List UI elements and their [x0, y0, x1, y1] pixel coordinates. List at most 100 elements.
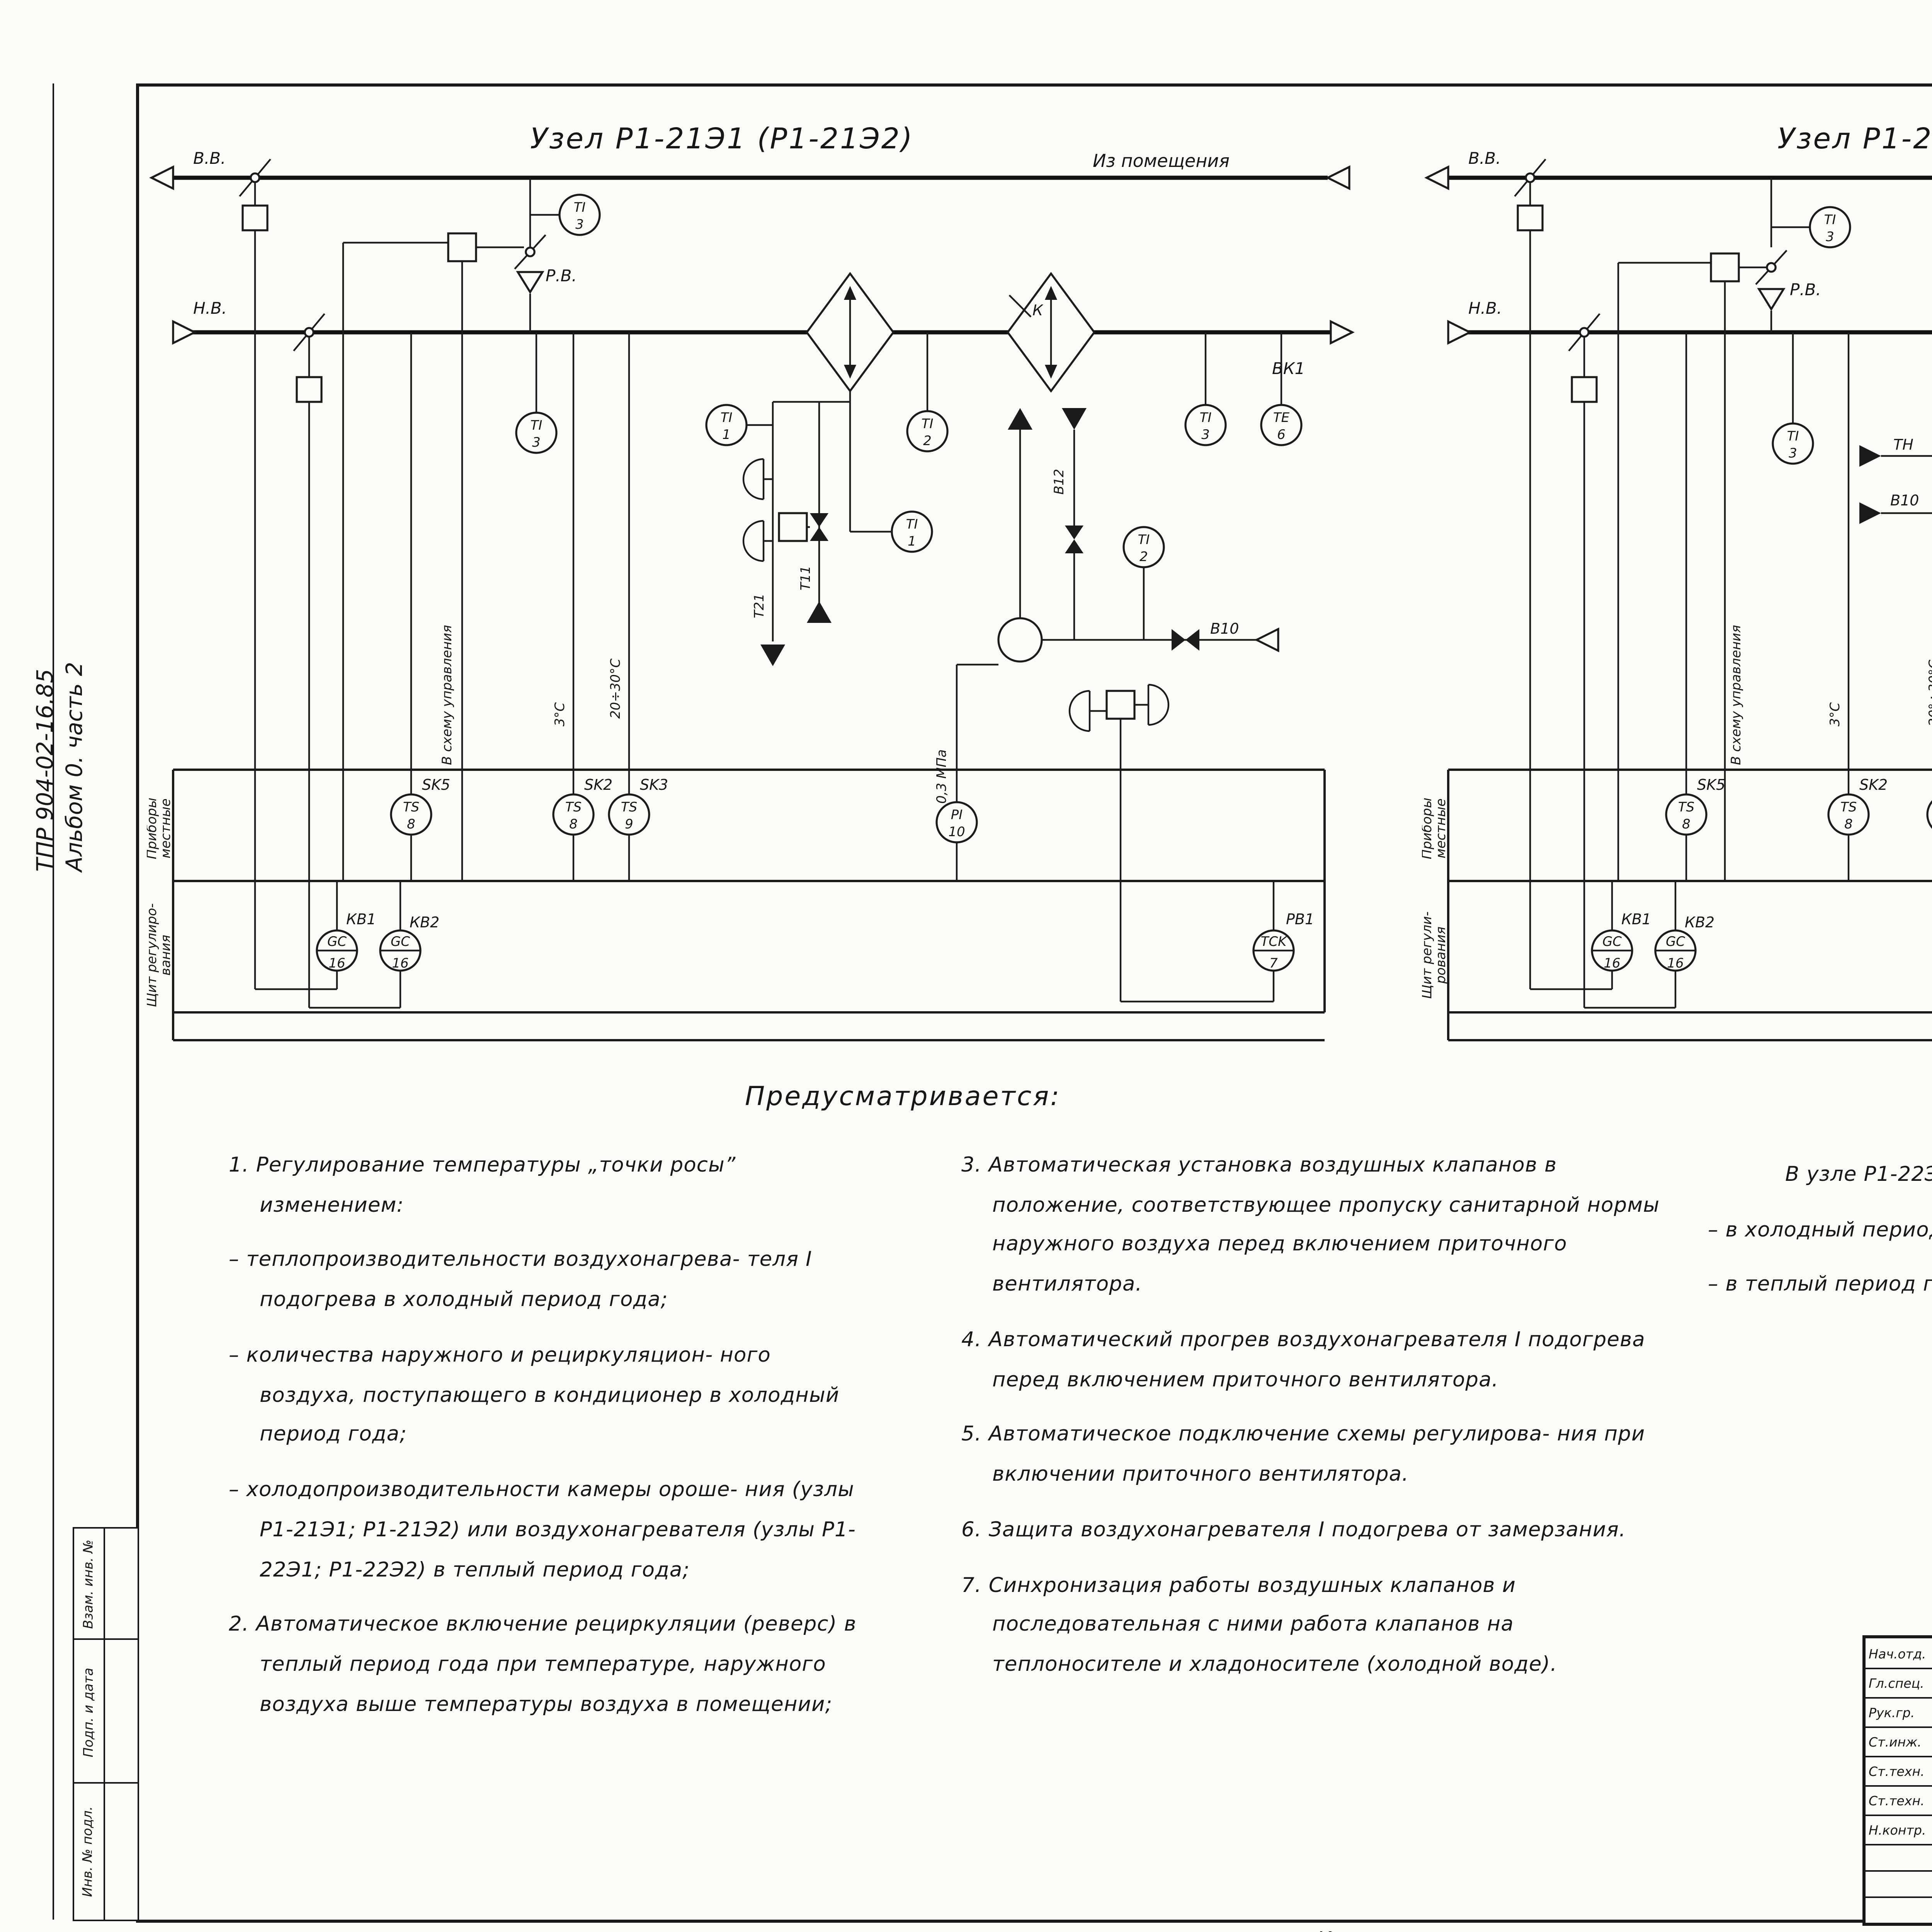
damper-nv — [293, 313, 325, 352]
note-item: – теплопроизводительности воздухонагрева… — [229, 1249, 812, 1313]
title-block: Нач.отд.Фингер11.83 Гл.спец.Рубчинский11… — [1862, 1635, 1932, 1926]
label-b12: В12 — [1051, 469, 1067, 495]
arrow-spray-supply — [1008, 408, 1032, 430]
svg-text:8: 8 — [1682, 816, 1690, 832]
instrument-ts8-sk2: TS8 — [1827, 793, 1870, 836]
stamp-box-podp: Подп. и дата — [73, 1638, 139, 1785]
copied-by: Копировал: — [1317, 1929, 1510, 1932]
label-vk1: ВК1 — [1272, 359, 1305, 378]
note-item: – в теплый период года вентили 1; 2 закр… — [1708, 1274, 1932, 1298]
valve-b10 — [1172, 629, 1199, 651]
title-block-row: Гл.спец.Рубчинский11.83 — [1866, 1668, 1932, 1699]
note-item: 1. Регулирование температуры „точки росы… — [229, 1155, 736, 1218]
label-sk3: SK3 — [640, 776, 668, 793]
svg-text:9: 9 — [625, 816, 633, 832]
notes-column-2: 3. Автоматическая установка воздушных кл… — [961, 1147, 1660, 1701]
arrow-nv-left — [172, 320, 197, 345]
instrument-ti1-heater: TI1 — [705, 404, 748, 446]
svg-text:TS: TS — [403, 799, 419, 815]
label-sk2: SK2 — [1859, 776, 1888, 793]
instrument-ti3-right: TI3 — [1184, 404, 1227, 446]
band-row2-label2: вания — [158, 935, 173, 976]
svg-text:2: 2 — [923, 433, 932, 449]
label-pressure: 0,3 МПа — [934, 749, 949, 804]
svg-text:3: 3 — [575, 217, 584, 232]
label-nv: Н.В. — [1468, 299, 1502, 318]
note-item: – количества наружного и рециркуляцион- … — [229, 1344, 840, 1447]
title-block-row: Ст.техн.Трушина — [1866, 1785, 1932, 1816]
notes-heading: Предусматривается: — [745, 1082, 1061, 1113]
stamp-box-label: Взам. инв. № — [74, 1529, 105, 1640]
damper-rv-actuator — [1710, 252, 1740, 282]
damper-vv — [239, 158, 271, 197]
arrow-t21 — [760, 645, 785, 666]
svg-text:10: 10 — [948, 824, 965, 840]
instrument-ts9-sk3: TS9 — [1926, 800, 1932, 829]
notes-column-3: В узле Р1-22Э1 (Р1-22Э2): – в холодный п… — [1708, 1156, 1932, 1322]
note-item: 6. Защита воздухонагревателя I подогрева… — [961, 1519, 1626, 1543]
label-from-room: Из помещения — [1093, 150, 1230, 171]
label-3c: 3°С — [1827, 702, 1843, 726]
note-item: 7. Синхронизация работы воздушных клапан… — [961, 1574, 1558, 1677]
svg-text:TI: TI — [1138, 532, 1150, 548]
arrow-tn-inlet — [1859, 445, 1881, 467]
stamp-box-inv: Инв. № подл. — [73, 1782, 139, 1921]
stamp-box-label: Инв. № подл. — [74, 1784, 105, 1920]
notes-column-1: 1. Регулирование температуры „точки росы… — [229, 1147, 866, 1741]
note-heading-node: В узле Р1-22Э1 (Р1-22Э2): — [1785, 1164, 1932, 1187]
label-k: К — [1032, 302, 1044, 319]
diagram-title: Узел Р1-22Э1 (Р1-22Э2) — [1777, 122, 1932, 155]
instrument-ts8-sk5: TS8 — [1665, 793, 1708, 836]
band-row1-label2: местные — [1433, 798, 1449, 858]
damper-nv-actuator — [1571, 376, 1598, 403]
band-row1-label: Приборы — [1422, 798, 1435, 859]
damper-rv — [1755, 250, 1787, 285]
note-item: 3. Автоматическая установка воздушных кл… — [961, 1155, 1660, 1297]
title-block-row: Рук.гр.Бронштейн11.83 — [1866, 1697, 1932, 1728]
band-row2-label2: рования — [1433, 927, 1449, 984]
arrow-t11 — [807, 601, 832, 623]
label-3c: 3°С — [552, 702, 568, 726]
label-pv1: РВ1 — [1286, 911, 1314, 928]
svg-text:3: 3 — [1826, 229, 1834, 245]
title-block-empty-row — [1866, 1896, 1932, 1923]
diagram-title: Узел Р1-21Э1 (Р1-21Э2) — [530, 122, 914, 155]
arrow-vv-left — [149, 165, 174, 190]
label-nv: Н.В. — [193, 299, 227, 318]
damper-nv-actuator — [296, 376, 323, 403]
svg-text:GC: GC — [391, 934, 410, 949]
note-item: 4. Автоматический прогрев воздухонагрева… — [961, 1329, 1645, 1392]
air-heater-1 — [805, 272, 895, 393]
arrow-b10-inlet — [1859, 502, 1881, 524]
title-block-row: Н.контр.Тулупова — [1866, 1815, 1932, 1845]
arrow-vv-right — [1325, 165, 1350, 190]
damper-rv — [514, 234, 546, 270]
label-20-30c: 20°÷30°С — [1926, 660, 1932, 726]
title-block-row: Нач.отд.Фингер11.83 — [1866, 1638, 1932, 1669]
svg-text:GC: GC — [327, 934, 347, 949]
label-vv: В.В. — [193, 149, 226, 168]
arrow-vv-left — [1424, 165, 1449, 190]
stamp-box-label: Подп. и дата — [74, 1640, 105, 1784]
svg-text:TI: TI — [1824, 212, 1836, 228]
margin-album: Альбом 0. часть 2 — [63, 662, 88, 872]
pump — [997, 617, 1043, 663]
svg-text:1: 1 — [908, 534, 916, 549]
damper-vv-actuator — [1517, 204, 1544, 231]
svg-text:TI: TI — [574, 200, 586, 215]
svg-text:TI: TI — [531, 418, 543, 433]
svg-text:TS: TS — [1678, 799, 1694, 815]
stamp-box-vzam: Взам. инв. № — [73, 1527, 139, 1641]
svg-text:TI: TI — [1200, 410, 1212, 425]
functional-diagram-left: Узел Р1-21Э1 (Р1-21Э2) Из помещения В.В.… — [147, 122, 1355, 1041]
svg-text:TS: TS — [621, 799, 637, 815]
functional-diagram-right: Узел Р1-22Э1 (Р1-22Э2) Из помещения В.В.… — [1422, 122, 1932, 1041]
instrument-ti2-b10: TI2 — [1122, 526, 1165, 568]
label-sk2: SK2 — [584, 776, 612, 793]
instrument-ts9-sk3: TS9 — [608, 793, 650, 836]
note-item: – холодопроизводительности камеры ороше-… — [229, 1479, 856, 1582]
damper-vv — [1514, 158, 1546, 197]
